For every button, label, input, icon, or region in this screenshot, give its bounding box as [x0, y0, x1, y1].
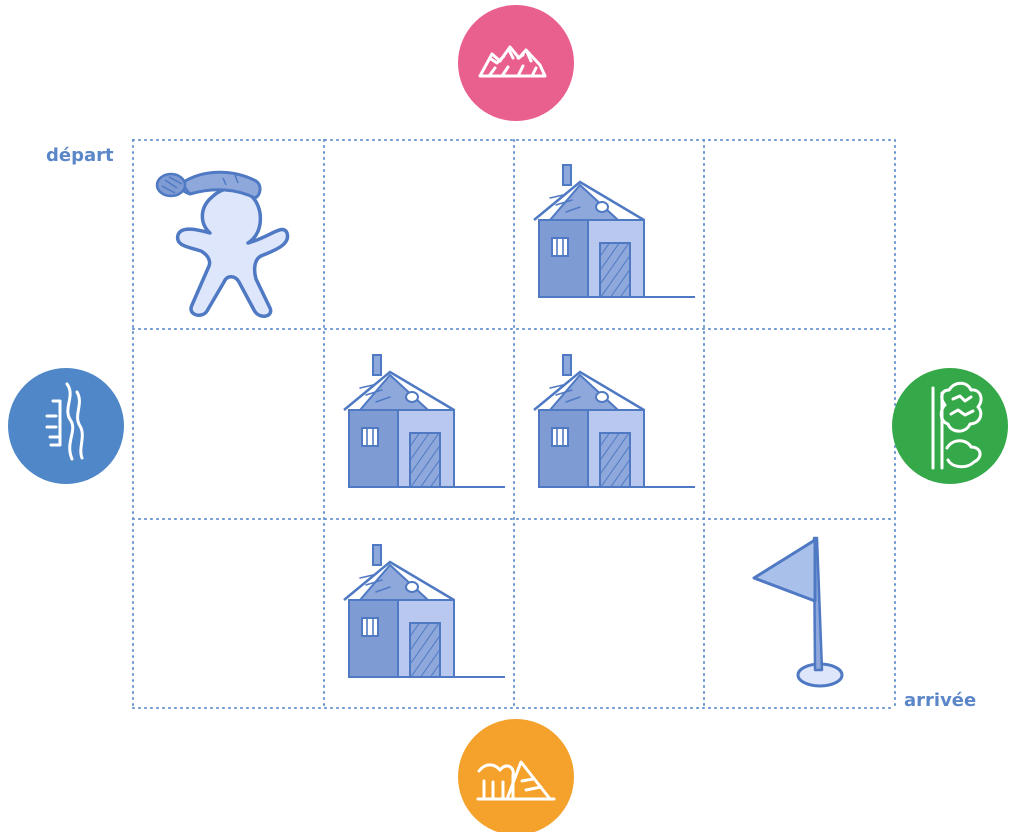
desert-icon [476, 760, 556, 801]
south-compass-marker [458, 719, 574, 835]
grid-cell [704, 140, 895, 329]
north-compass-marker [458, 5, 574, 121]
grid-cell [514, 519, 704, 708]
grid-cell [133, 329, 324, 519]
east-compass-marker [892, 368, 1008, 484]
character-icon [155, 170, 290, 318]
end-label: arrivée [904, 690, 977, 711]
north-marker-circle [458, 5, 574, 121]
grid-cell [704, 329, 895, 519]
start-label: départ [46, 145, 114, 166]
west-compass-marker [8, 368, 124, 484]
waterfall-icon [45, 382, 84, 461]
west-marker-circle [8, 368, 124, 484]
flag-icon [752, 536, 844, 688]
grid-cell [324, 140, 514, 329]
mountain-icon [478, 45, 547, 78]
forest-icon [931, 381, 983, 470]
grid-cell [133, 519, 324, 708]
